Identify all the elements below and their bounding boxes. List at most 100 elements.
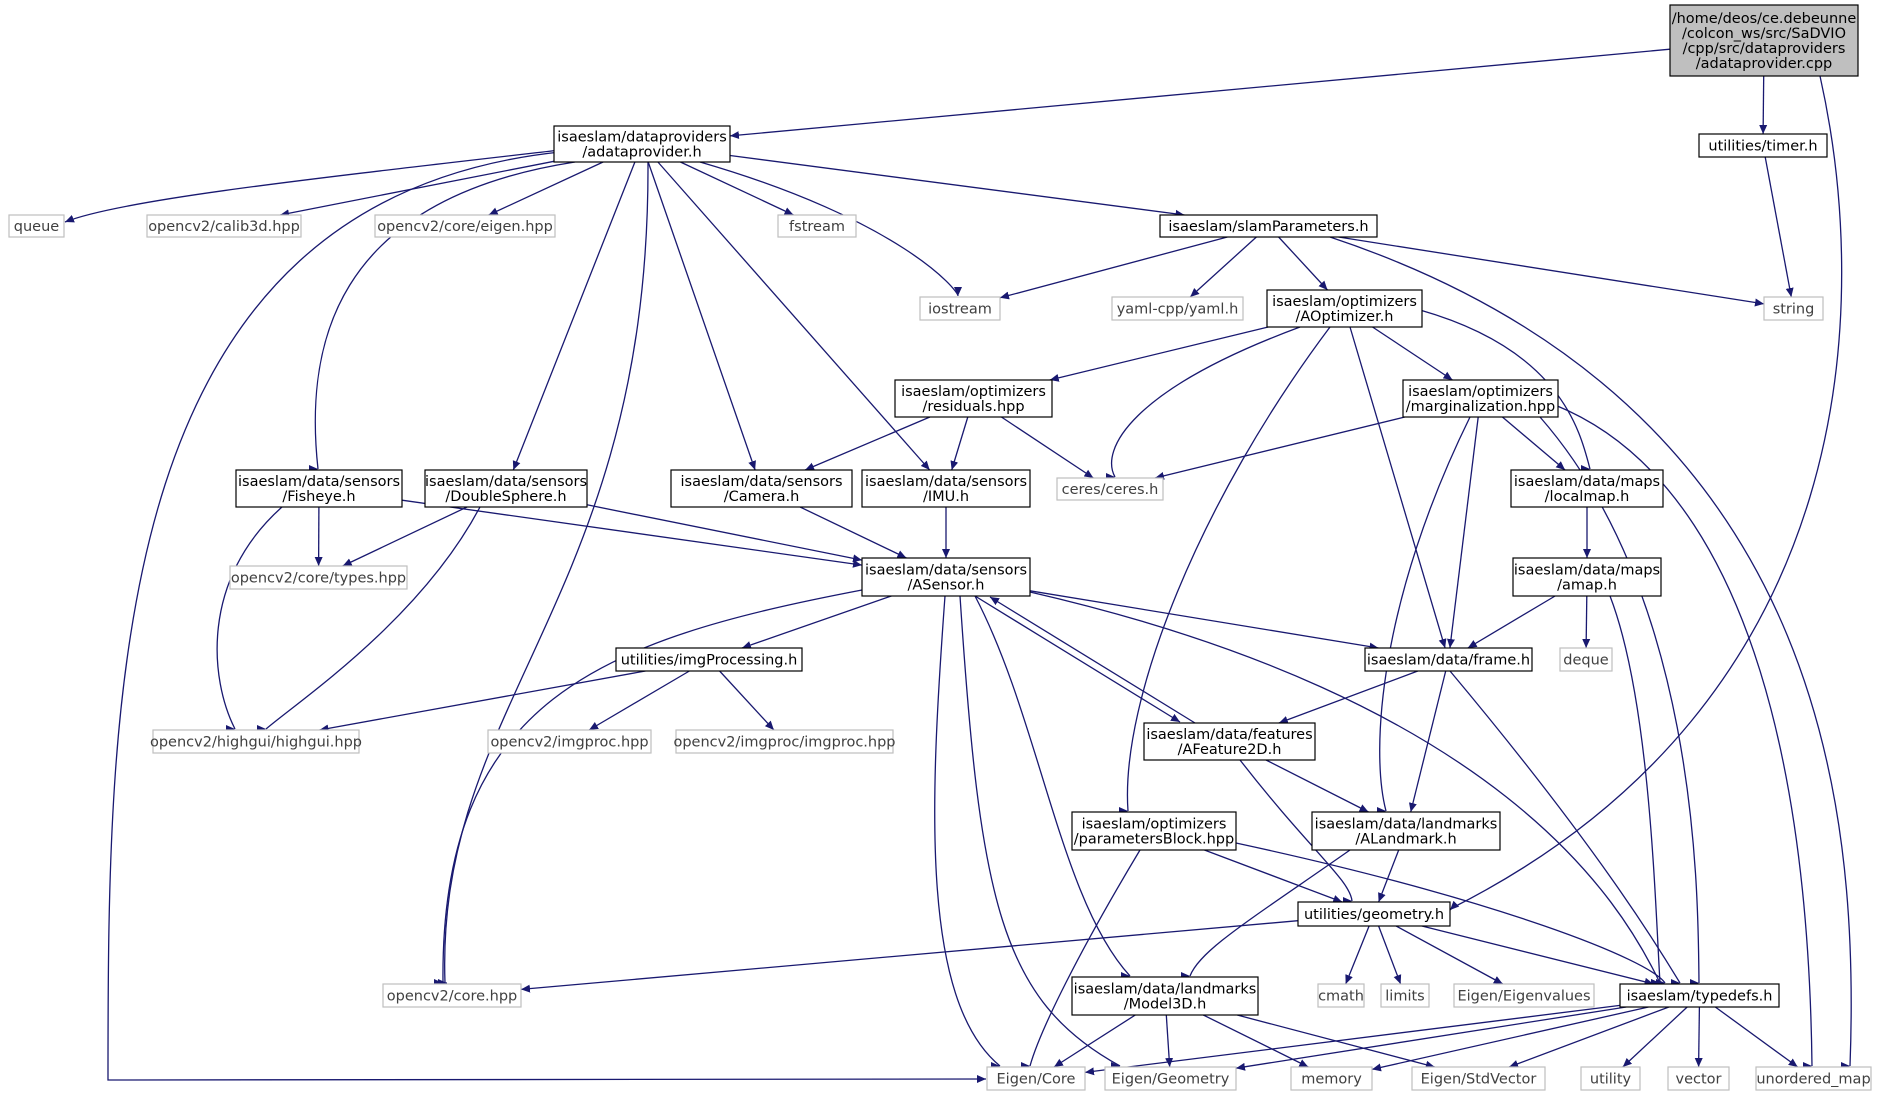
node-cmath: cmath <box>1317 983 1365 1008</box>
edge-aoptimizer-to-frame <box>1349 326 1447 649</box>
node-calib3d: opencv2/calib3d.hpp <box>146 214 302 238</box>
edge-adataprovider_h-to-queue <box>64 149 561 223</box>
edge-geometry-to-core_hpp <box>520 920 1299 993</box>
node-box <box>861 557 1031 597</box>
node-label-line: /adataprovider.h <box>582 145 701 161</box>
node-label-line: isaeslam/data/sensors <box>865 474 1027 490</box>
edge-slamParameters-to-unordered_map <box>1329 236 1855 1067</box>
node-utility: utility <box>1580 1066 1641 1091</box>
node-box <box>1159 214 1378 238</box>
node-vector: vector <box>1667 1066 1730 1091</box>
node-unordered_map: unordered_map <box>1755 1066 1872 1091</box>
node-camera[interactable]: isaeslam/data/sensors/Camera.h <box>670 469 853 508</box>
node-box <box>1266 289 1423 328</box>
node-timer_h[interactable]: utilities/timer.h <box>1698 133 1828 158</box>
node-label-line: limits <box>1385 989 1424 1005</box>
node-iostream: iostream <box>919 296 1001 321</box>
node-box <box>1297 901 1451 927</box>
node-box <box>235 469 403 508</box>
node-label-line: utility <box>1590 1072 1632 1088</box>
edge-asensor-to-model3d <box>974 595 1131 977</box>
node-box <box>1619 983 1780 1008</box>
node-label-line: opencv2/core/eigen.hpp <box>377 219 553 235</box>
edge-asensor-to-typedefs <box>1029 591 1661 984</box>
node-label-line: opencv2/imgproc/imgproc.hpp <box>673 735 895 751</box>
node-imgprocessing[interactable]: utilities/imgProcessing.h <box>615 647 803 672</box>
node-queue: queue <box>8 214 65 238</box>
node-box <box>1311 811 1501 851</box>
node-marginalization[interactable]: isaeslam/optimizers/marginalization.hpp <box>1402 379 1559 418</box>
node-box <box>1111 296 1244 321</box>
node-label-line: isaeslam/data/landmarks <box>1315 817 1498 833</box>
node-fstream: fstream <box>777 214 857 238</box>
edge-root-to-geometry <box>1449 75 1843 911</box>
node-box <box>894 379 1053 418</box>
node-label-line: deque <box>1563 653 1609 669</box>
node-label-line: isaeslam/slamParameters.h <box>1168 219 1368 235</box>
node-box <box>615 647 803 672</box>
node-imu[interactable]: isaeslam/data/sensors/IMU.h <box>861 469 1031 508</box>
node-label-line: utilities/imgProcessing.h <box>621 653 798 669</box>
edge-doublesphere-to-highgui <box>265 506 481 730</box>
node-imgproc_imgproc: opencv2/imgproc/imgproc.hpp <box>673 729 896 754</box>
edge-timer_h-to-string <box>1764 156 1794 298</box>
node-afeature2d[interactable]: isaeslam/data/features/AFeature2D.h <box>1143 722 1316 761</box>
node-label-line: isaeslam/data/landmarks <box>1074 982 1257 998</box>
node-label-line: cmath <box>1318 989 1364 1005</box>
node-label-line: /parametersBlock.hpp <box>1074 832 1234 848</box>
node-box <box>1290 1066 1373 1091</box>
edge-typedefs-to-unordered_map <box>1714 1006 1799 1068</box>
edge-adataprovider_h-to-doublesphere <box>512 161 636 471</box>
node-label-line: isaeslam/data/maps <box>1514 474 1660 490</box>
node-model3d[interactable]: isaeslam/data/landmarks/Model3D.h <box>1071 976 1259 1016</box>
node-amap[interactable]: isaeslam/data/maps/amap.h <box>1512 557 1662 597</box>
edge-imgprocessing-to-imgproc_imgproc <box>719 670 775 731</box>
edge-adataprovider_h-to-fstream <box>680 161 794 216</box>
edge-slamParameters-to-iostream <box>999 236 1228 300</box>
node-label-line: /DoubleSphere.h <box>445 489 566 505</box>
node-fisheye[interactable]: isaeslam/data/sensors/Fisheye.h <box>235 469 403 508</box>
node-doublesphere[interactable]: isaeslam/data/sensors/DoubleSphere.h <box>424 469 588 508</box>
node-yaml: yaml-cpp/yaml.h <box>1111 296 1244 321</box>
node-box <box>487 729 652 754</box>
node-box <box>1380 983 1430 1008</box>
node-paramblock[interactable]: isaeslam/optimizers/parametersBlock.hpp <box>1071 811 1237 851</box>
node-residuals[interactable]: isaeslam/optimizers/residuals.hpp <box>894 379 1053 418</box>
edge-doublesphere-to-types <box>342 506 468 567</box>
node-geometry[interactable]: utilities/geometry.h <box>1297 901 1451 927</box>
node-types: opencv2/core/types.hpp <box>229 565 408 590</box>
node-label-line: /ALandmark.h <box>1355 832 1456 848</box>
node-frame[interactable]: isaeslam/data/frame.h <box>1364 647 1533 672</box>
edge-root-to-timer_h <box>1759 75 1768 135</box>
node-eigenvalues: Eigen/Eigenvalues <box>1453 983 1595 1008</box>
edge-slamParameters-to-yaml <box>1189 236 1257 298</box>
node-aoptimizer[interactable]: isaeslam/optimizers/AOptimizer.h <box>1266 289 1423 328</box>
edge-typedefs-to-eigen_core <box>1084 1004 1621 1076</box>
edge-amap-to-deque <box>1582 595 1591 649</box>
node-asensor[interactable]: isaeslam/data/sensors/ASensor.h <box>861 557 1031 597</box>
edge-amap-to-typedefs <box>1609 595 1664 984</box>
node-label-line: /localmap.h <box>1545 489 1630 505</box>
node-box <box>1143 722 1316 761</box>
node-label-line: yaml-cpp/yaml.h <box>1117 302 1239 318</box>
edge-slamParameters-to-aoptimizer <box>1278 236 1328 291</box>
node-box <box>1667 1066 1730 1091</box>
edge-model3d-to-eigen_core <box>1053 1014 1136 1068</box>
node-adataprovider_h[interactable]: isaeslam/dataproviders/adataprovider.h <box>553 125 731 163</box>
edge-alandmark-to-geometry <box>1377 849 1400 903</box>
node-slamParameters[interactable]: isaeslam/slamParameters.h <box>1159 214 1378 238</box>
node-label-line: /home/deos/ce.debeunne <box>1672 11 1857 27</box>
node-root[interactable]: /home/deos/ce.debeunne/colcon_ws/src/SaD… <box>1669 4 1859 77</box>
edge-adataprovider_h-to-iostream <box>699 161 962 297</box>
node-box <box>1411 1066 1546 1091</box>
node-label-line: Eigen/Geometry <box>1112 1072 1230 1088</box>
node-alandmark[interactable]: isaeslam/data/landmarks/ALandmark.h <box>1311 811 1501 851</box>
node-box <box>1755 1066 1872 1091</box>
node-label-line: Eigen/Core <box>997 1072 1076 1088</box>
node-box <box>1580 1066 1641 1091</box>
node-box <box>424 469 588 508</box>
node-typedefs[interactable]: isaeslam/typedefs.h <box>1619 983 1780 1008</box>
node-localmap[interactable]: isaeslam/data/maps/localmap.h <box>1510 469 1664 508</box>
edge-geometry-to-typedefs <box>1421 925 1654 986</box>
